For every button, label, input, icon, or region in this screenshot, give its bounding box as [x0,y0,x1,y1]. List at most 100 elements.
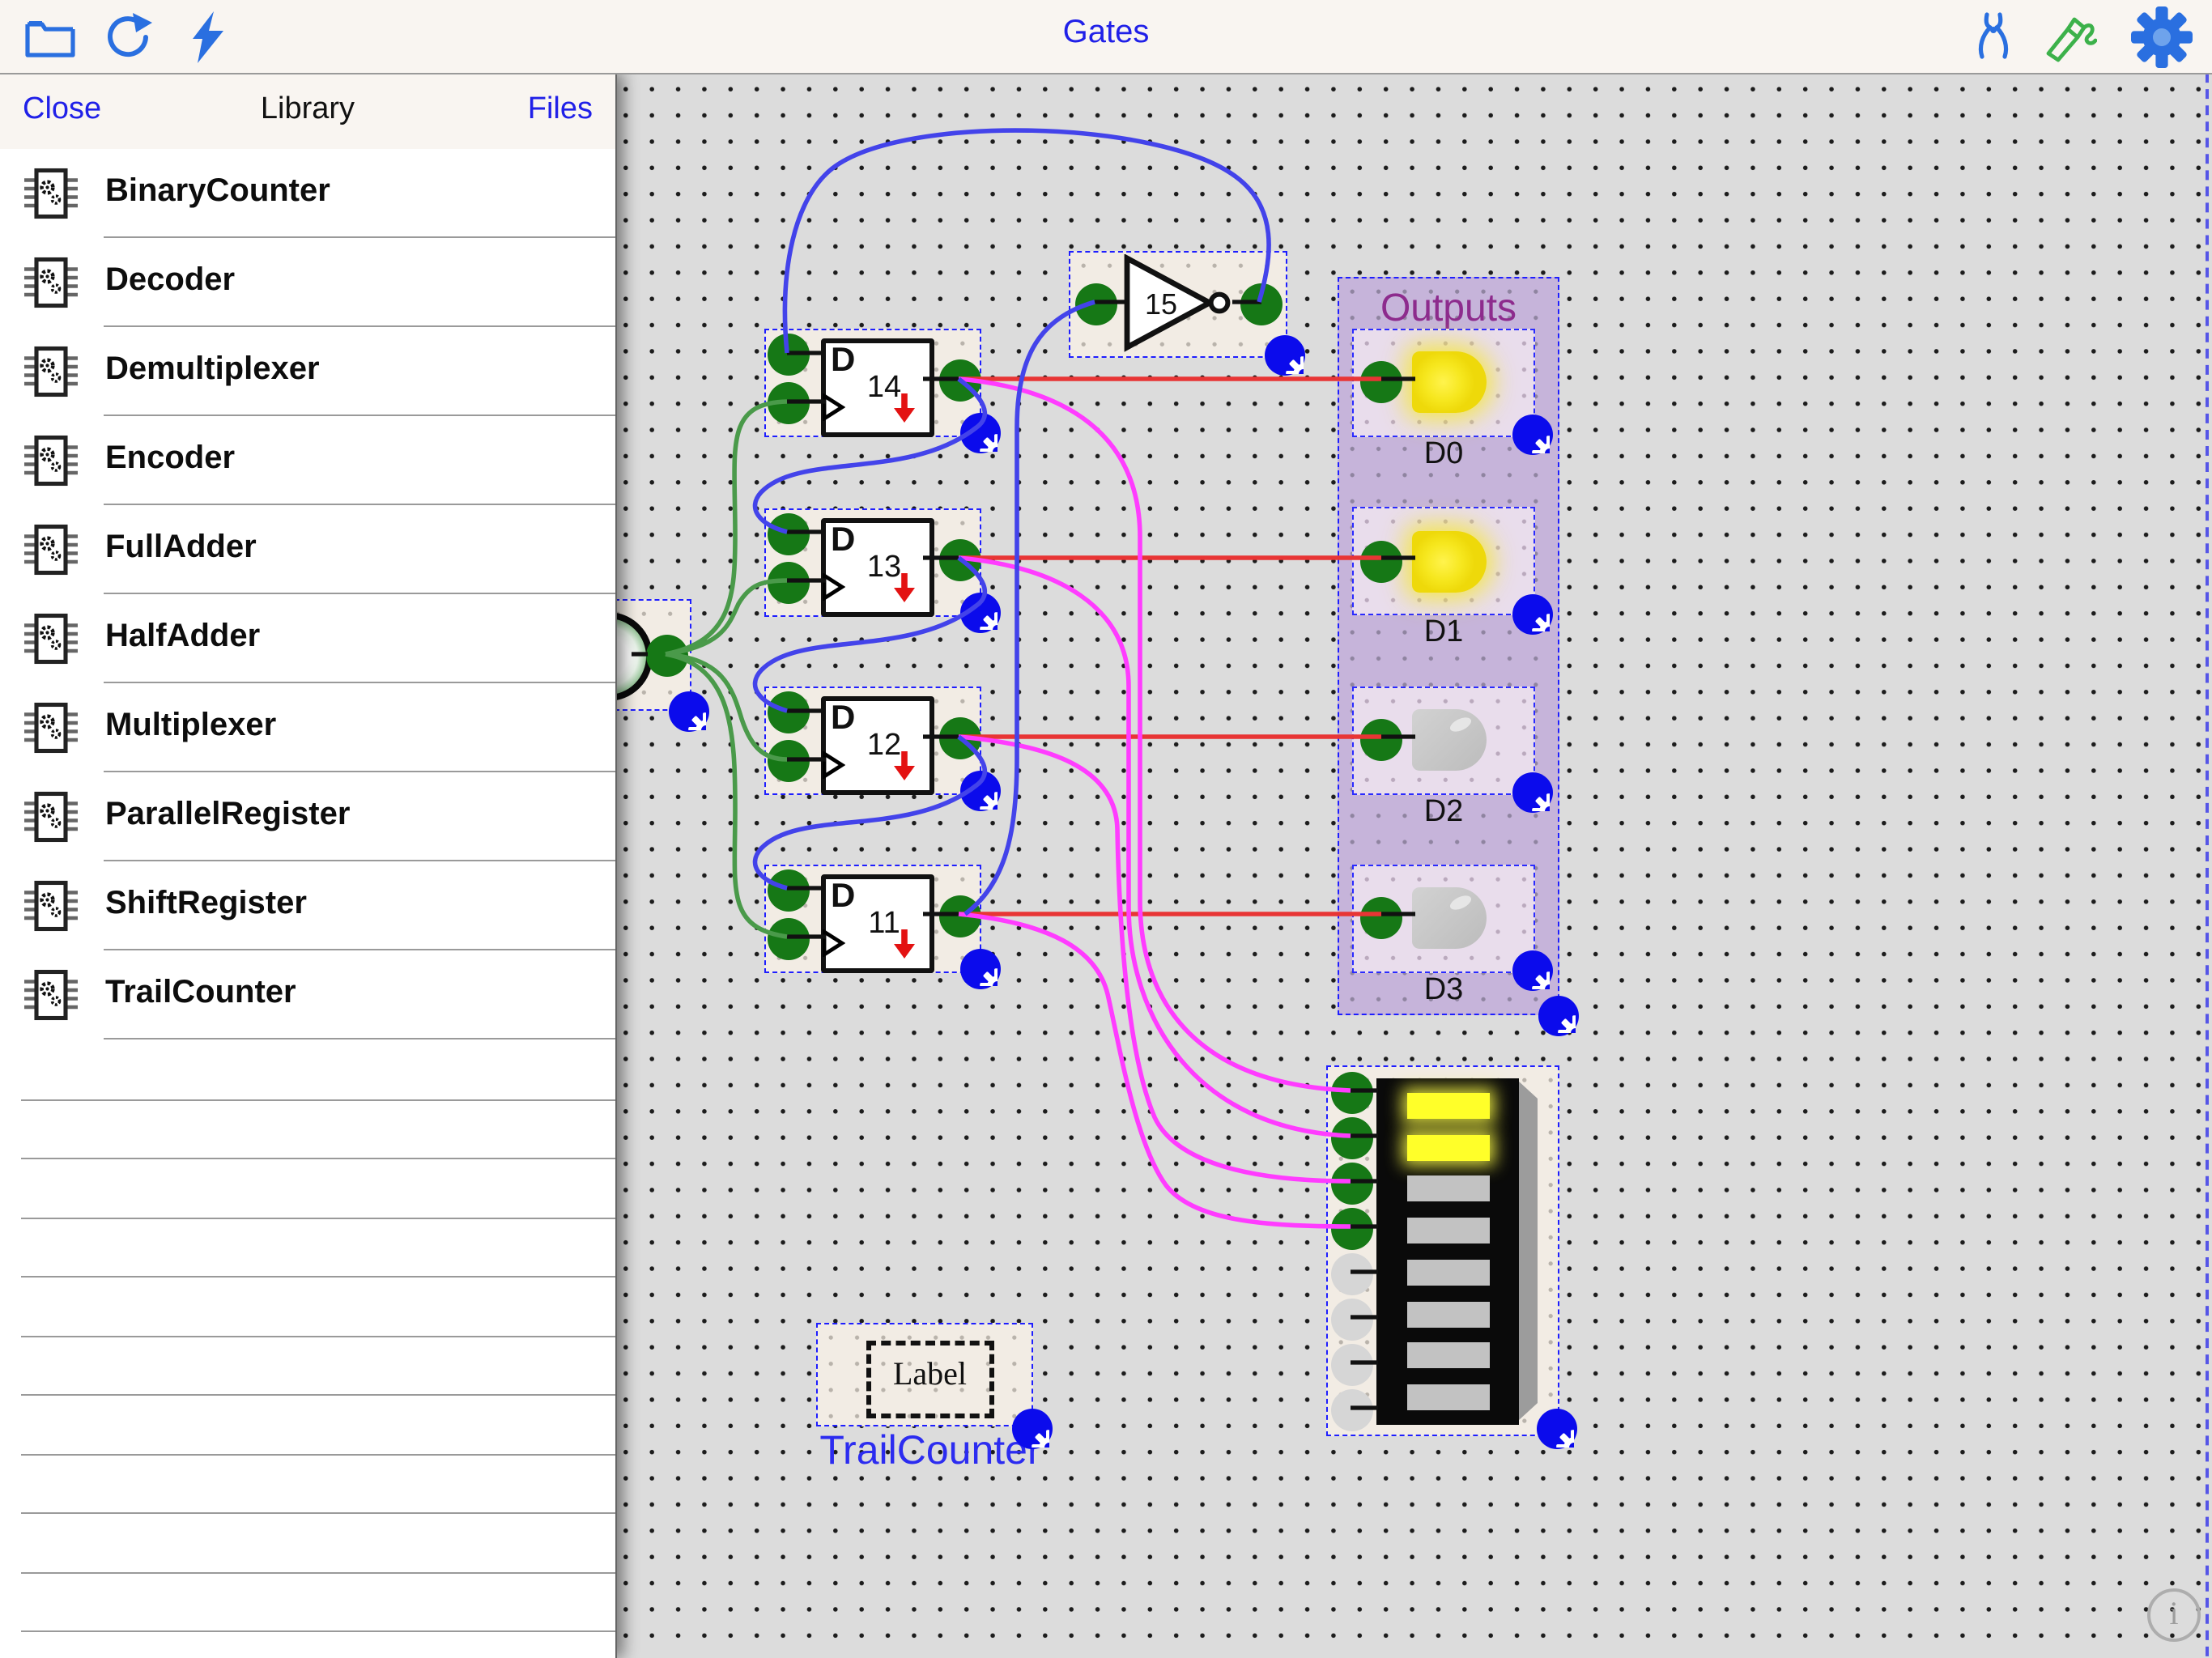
falling-edge-arrow-icon [894,929,915,958]
not-gear-button[interactable] [1265,335,1305,376]
refresh-icon[interactable] [100,10,155,65]
clock-input-terminal[interactable] [768,917,810,959]
library-item-encoder[interactable]: Encoder [0,415,615,504]
files-button[interactable]: Files [527,92,593,126]
library-item-parallelregister[interactable]: ParallelRegister [0,772,615,861]
led-d1 [1412,530,1487,592]
bar-segment [1406,1093,1489,1119]
led-gear-button[interactable] [1512,950,1552,991]
flipflop-11[interactable]: D 11 [764,864,1000,988]
led-gear-button[interactable] [1512,772,1552,813]
flipflop-gear-button[interactable] [959,592,1000,632]
clock-input-terminal[interactable] [768,382,810,424]
flipflop-gear-button[interactable] [959,771,1000,811]
falling-edge-arrow-icon [894,393,915,423]
led-input-terminal[interactable] [1360,361,1402,403]
library-item-fulladder[interactable]: FullAdder [0,504,615,593]
run-lightning-icon[interactable] [180,10,235,65]
led-input-terminal[interactable] [1360,540,1402,582]
led-cell-d1[interactable]: D1 [1352,507,1552,649]
library-item-decoder[interactable]: Decoder [0,237,615,326]
bar-segment [1406,1134,1489,1161]
bar-input-terminal[interactable] [1331,1071,1373,1113]
bar-input-terminal[interactable] [1331,1207,1373,1249]
not-input-terminal[interactable] [1075,283,1117,325]
q-output-terminal[interactable] [939,717,981,759]
flipflop-12[interactable]: D 12 [764,687,1000,811]
library-item-label: ShiftRegister [105,885,307,920]
led-label: D1 [1423,615,1464,649]
library-item-label: Multiplexer [105,707,277,742]
folder-icon[interactable] [23,10,78,65]
q-output-terminal[interactable] [939,538,981,580]
outputs-group-gear-button[interactable] [1538,995,1578,1035]
library-item-label: ParallelRegister [105,796,351,831]
flipflop-13[interactable]: D 13 [764,508,1000,632]
chip-icon [21,700,81,754]
clock-edge-icon [823,751,845,779]
led-cell-d2[interactable]: D2 [1352,686,1552,828]
flipflop-box: D 11 [821,874,934,972]
bar-segment [1406,1218,1489,1244]
settings-gear-icon[interactable] [2131,6,2193,68]
clock-input-terminal[interactable] [768,561,810,603]
chip-icon [21,522,81,576]
q-output-terminal[interactable] [939,895,981,937]
led-gear-button[interactable] [1512,593,1552,634]
flipflop-14[interactable]: D 14 [764,329,1000,453]
led-input-terminal[interactable] [1360,897,1402,939]
chip-icon [21,255,81,308]
falling-edge-arrow-icon [894,572,915,602]
empty-row-separator [21,1099,615,1100]
close-button[interactable]: Close [23,92,102,126]
label-gear-button[interactable] [1011,1409,1052,1449]
label-component[interactable]: Label TrailCounter [815,1322,1052,1473]
falling-edge-arrow-icon [894,751,915,780]
library-item-demultiplexer[interactable]: Demultiplexer [0,326,615,415]
clock-gear-button[interactable] [668,691,708,732]
led-cell-d3[interactable]: D3 [1352,864,1552,1006]
library-item-halfadder[interactable]: HalfAdder [0,593,615,682]
bar-input-terminal[interactable] [1331,1252,1373,1295]
library-panel-header: Close Library Files [0,73,615,150]
q-output-terminal[interactable] [939,359,981,402]
bar-segment [1406,1175,1489,1202]
bar-input-terminal[interactable] [1331,1162,1373,1204]
led-cell-d0[interactable]: D0 [1352,328,1552,470]
bar-input-terminal[interactable] [1331,1298,1373,1340]
probe-icon[interactable] [2042,10,2097,65]
d-input-terminal[interactable] [768,869,810,911]
not-output-terminal[interactable] [1240,283,1282,325]
bar-segment [1406,1301,1489,1327]
led-input-terminal[interactable] [1360,719,1402,761]
flipflop-gear-button[interactable] [959,413,1000,453]
flipflop-gear-button[interactable] [959,948,1000,988]
led-gear-button[interactable] [1512,414,1552,455]
library-item-binarycounter[interactable]: BinaryCounter [0,148,615,237]
bar-segment [1406,1342,1489,1369]
bar-input-terminal[interactable] [1331,1343,1373,1385]
bargraph-body [1376,1078,1518,1425]
outputs-group[interactable]: Outputs D0 D1 D2 [1338,276,1578,1035]
outputs-group-title: Outputs [1380,286,1517,329]
library-title: Library [260,92,355,126]
bar-input-terminal[interactable] [1331,1388,1373,1431]
library-item-trailcounter[interactable]: TrailCounter [0,950,615,1039]
empty-row-separator [21,1512,615,1514]
clock-output-terminal[interactable] [646,635,688,677]
bargraph-display[interactable] [1325,1065,1576,1449]
library-item-label: BinaryCounter [105,172,330,208]
library-item-multiplexer[interactable]: Multiplexer [0,682,615,772]
d-input-terminal[interactable] [768,512,810,555]
library-item-label: Encoder [105,440,236,475]
pliers-icon[interactable] [1966,10,2021,65]
bargraph-gear-button[interactable] [1536,1409,1576,1449]
d-input-terminal[interactable] [768,691,810,733]
led-d0 [1412,351,1487,413]
d-input-terminal[interactable] [768,334,810,376]
library-item-shiftregister[interactable]: ShiftRegister [0,861,615,950]
info-button[interactable]: i [2147,1588,2201,1642]
clock-input-terminal[interactable] [768,740,810,782]
not-gate-15[interactable]: 15 [1069,251,1305,376]
bar-input-terminal[interactable] [1331,1116,1373,1158]
